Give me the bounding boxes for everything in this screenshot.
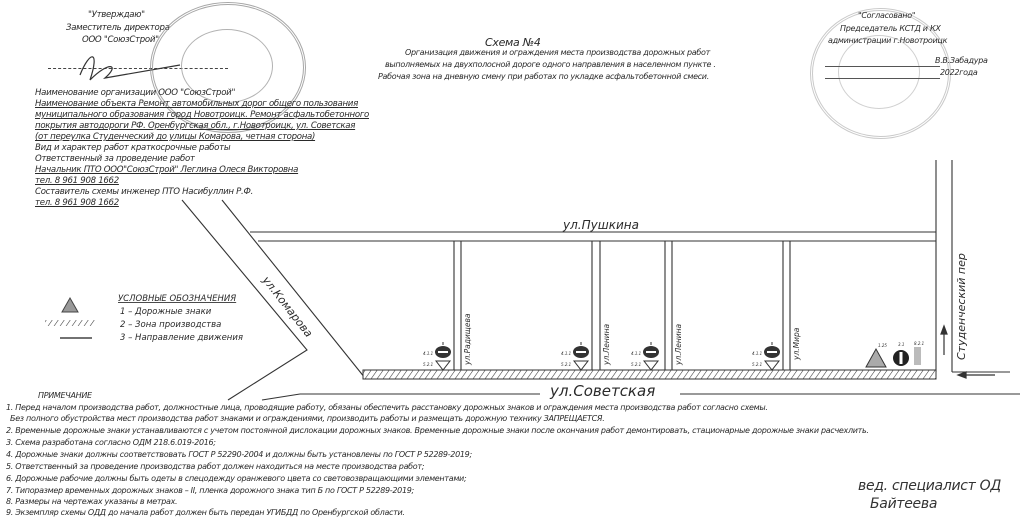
agreed-date: 2022года bbox=[940, 68, 978, 77]
signature-left bbox=[79, 56, 181, 81]
legend-sign-icon bbox=[61, 296, 79, 313]
no-entry-bar bbox=[646, 351, 656, 353]
scheme-title: Схема №4 bbox=[485, 36, 541, 49]
scheme-subtitle-3: Рабочая зона на дневную смену при работа… bbox=[378, 72, 709, 81]
note-item: 7. Типоразмер временных дорожных знаков … bbox=[6, 486, 414, 495]
info-line: муниципального образования город Новотро… bbox=[35, 110, 369, 120]
agreed-heading: "Согласовано" bbox=[858, 11, 916, 20]
street-label-side-1: ул.Радищева bbox=[463, 313, 472, 366]
info-line: Составитель схемы инженер ПТО Насибуллин… bbox=[35, 187, 254, 197]
yield-sign-icon bbox=[763, 360, 781, 371]
info-line: покрытия автодороги РФ. Оренбургская обл… bbox=[35, 121, 356, 131]
yield-sign-icon bbox=[642, 360, 660, 371]
signature-bottom-line2: Байтеева bbox=[870, 496, 938, 512]
sign-code: 5.2.1 bbox=[423, 362, 433, 367]
notes-title: ПРИМЕЧАНИЕ bbox=[38, 391, 92, 400]
approval-heading: "Утверждаю" bbox=[88, 10, 145, 20]
note-item: 5. Ответственный за проведение производс… bbox=[6, 462, 425, 471]
sign-code: 4.1.1 bbox=[752, 351, 762, 356]
yield-sign-icon bbox=[434, 360, 452, 371]
no-entry-bar bbox=[576, 351, 586, 353]
info-line: Начальник ПТО ООО"СоюзСтрой" Леглина Оле… bbox=[35, 165, 299, 175]
note-item: 9. Экземпляр схемы ОДД до начала работ д… bbox=[6, 508, 405, 517]
agreed-sign-line bbox=[825, 66, 940, 67]
sign-group: 4.1.1 5.2.1 bbox=[561, 342, 590, 371]
legend-title: УСЛОВНЫЕ ОБОЗНАЧЕНИЯ bbox=[118, 294, 236, 304]
street-label-komarova: ул.Комарова bbox=[259, 273, 315, 340]
info-line: Наименование объекта Ремонт автомобильны… bbox=[35, 99, 358, 109]
street-label-side-3: ул.Ленина bbox=[674, 323, 683, 366]
road-works-sign-icon bbox=[865, 347, 887, 368]
company-stamp bbox=[150, 2, 306, 133]
agency-stamp bbox=[810, 8, 951, 139]
agreed-name: В.В.Забадура bbox=[935, 56, 988, 65]
info-line: тел. 8 961 908 1662 bbox=[35, 198, 119, 208]
arrow-head-icon bbox=[940, 324, 948, 335]
info-line: Наименование организации ООО "СоюзСтрой" bbox=[35, 88, 236, 98]
sign-code: 4.1.1 bbox=[423, 351, 433, 356]
legend-item: 3 – Направление движения bbox=[120, 333, 243, 343]
agreed-date-line bbox=[825, 78, 940, 79]
komarova-edge-lower bbox=[261, 393, 301, 401]
sign-group: 4.1.1 5.2.1 bbox=[423, 342, 452, 371]
street-label-studencheskiy: Студенческий пер bbox=[955, 253, 968, 360]
komarova-edge-right bbox=[221, 199, 366, 379]
info-line: Ответственный за проведение работ bbox=[35, 154, 195, 164]
note-item: 1. Перед началом производства работ, дол… bbox=[6, 403, 768, 412]
note-item: 4. Дорожные знаки должны соответствовать… bbox=[6, 450, 472, 459]
note-item: 2. Временные дорожные знаки устанавливаю… bbox=[6, 426, 869, 435]
arrow-head-icon bbox=[956, 371, 967, 379]
info-line: тел. 8 961 908 1662 bbox=[35, 176, 119, 186]
sign-group: 4.1.1 5.2.1 bbox=[752, 342, 781, 371]
note-item: 6. Дорожные рабочие должны быть одеты в … bbox=[6, 474, 467, 483]
sign-code: 5.2.1 bbox=[752, 362, 762, 367]
yield-sign-icon bbox=[572, 360, 590, 371]
legend-zone-icon bbox=[45, 320, 95, 326]
sign-code: 4.1.1 bbox=[561, 351, 571, 356]
street-label-side-4: ул.Мира bbox=[792, 327, 801, 361]
approval-position: Заместитель директора bbox=[66, 23, 170, 33]
agreed-org: администрации г.Новотроицк bbox=[828, 36, 948, 45]
sign-code: 1.25 bbox=[878, 343, 887, 348]
sign-code: 3.1 bbox=[898, 342, 904, 347]
sign-code: 5.2.1 bbox=[561, 362, 571, 367]
end-sign-group: 1.25 3.1 8.2.1 bbox=[865, 341, 924, 368]
note-item: 3. Схема разработана согласно ОДМ 218.6.… bbox=[6, 438, 216, 447]
legend-item: 2 – Зона производства bbox=[120, 320, 221, 330]
no-entry-bar bbox=[767, 351, 777, 353]
signature-bottom-line1: вед. специалист ОД bbox=[858, 478, 1002, 494]
sign-code: 8.2.1 bbox=[914, 341, 924, 346]
legend-item: 1 – Дорожные знаки bbox=[120, 307, 212, 317]
street-label-pushkina: ул.Пушкина bbox=[562, 218, 639, 232]
komarova-edge-left bbox=[181, 199, 308, 401]
plate-sign-icon bbox=[914, 347, 921, 365]
scheme-subtitle-1: Организация движения и ограждения места … bbox=[405, 48, 710, 57]
agreed-position: Председатель КСТД и КХ bbox=[840, 24, 941, 33]
info-line: Вид и характер работ краткосрочные работ… bbox=[35, 143, 231, 153]
street-label-sovetskaya: ул.Советская bbox=[549, 382, 655, 400]
label-bg bbox=[540, 384, 680, 398]
work-zone bbox=[362, 369, 937, 380]
sign-group: 4.1.1 5.2.1 bbox=[631, 342, 660, 371]
info-line: (от переулка Студенческий до улицы Комар… bbox=[35, 132, 316, 142]
sign-code: 5.2.1 bbox=[631, 362, 641, 367]
no-entry-bar bbox=[438, 351, 448, 353]
sign-code: 4.1.1 bbox=[631, 351, 641, 356]
note-item: 8. Размеры на чертежах указаны в метрах. bbox=[6, 497, 178, 506]
note-item: Без полного обустройства мест производст… bbox=[10, 414, 605, 423]
street-label-side-2: ул.Ленина bbox=[602, 323, 611, 366]
approval-company: ООО "СоюзСтрой" bbox=[82, 35, 159, 45]
no-entry-bar bbox=[899, 352, 903, 364]
signature-line bbox=[48, 68, 228, 69]
scheme-subtitle-2: выполняемых на двухполосной дороге одног… bbox=[385, 60, 716, 69]
